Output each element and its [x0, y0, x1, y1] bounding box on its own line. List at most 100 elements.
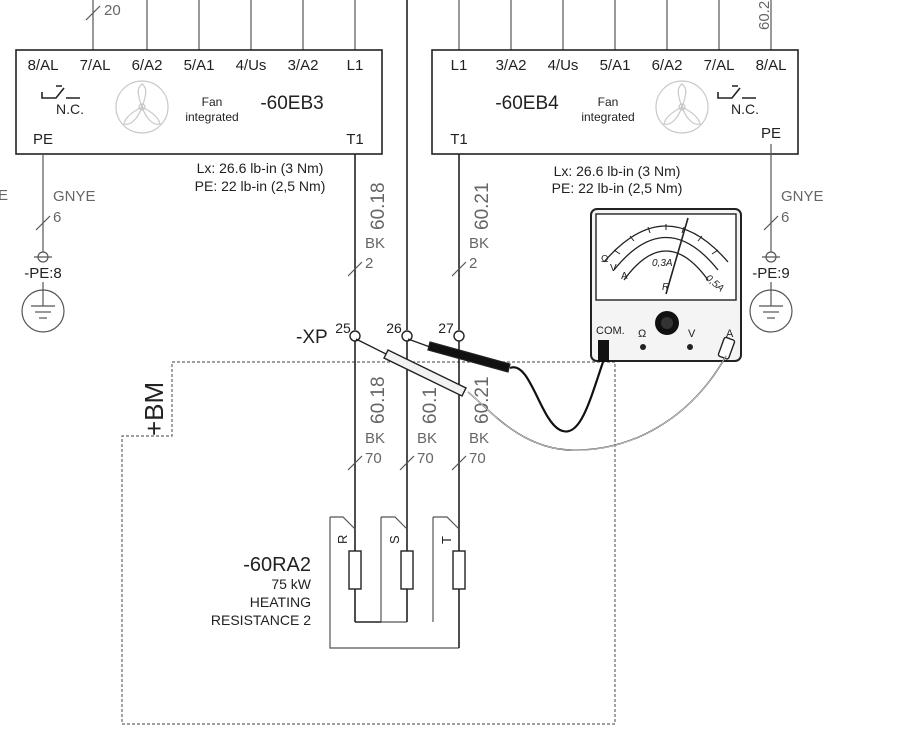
xp-terminal-25: 25: [335, 320, 351, 336]
meter-v-jack: [687, 344, 693, 350]
xp-terminal-27: 27: [438, 320, 454, 336]
heating-resistance-60ra2: R S T -60RA2 75 kW HEATING RESISTANCE 2: [211, 516, 466, 649]
eb3-terminal-3a2: 3/A2: [288, 57, 319, 74]
meter-a-plug: [717, 336, 736, 360]
eb3-terminal-7al: 7/AL: [80, 57, 111, 74]
component-60eb4: L1 3/A2 4/Us 5/A1 6/A2 7/AL 8/AL -60EB4 …: [431, 49, 799, 196]
resistor-t-icon: [452, 550, 466, 590]
eb4-terminal-7al: 7/AL: [704, 57, 735, 74]
terminal-27-icon: [453, 330, 465, 342]
resistor-name: -60RA2: [243, 554, 311, 576]
xp-terminal-26: 26: [386, 320, 402, 336]
resistor-desc-2: RESISTANCE 2: [211, 612, 311, 628]
component-60eb3: 8/AL 7/AL 6/A2 5/A1 4/Us 3/A2 L1 N.C. Fa…: [15, 49, 383, 194]
lower-wire-60-21: 60.21 BK 70: [451, 341, 493, 545]
eb3-terminal-4us: 4/Us: [236, 57, 267, 74]
lower-wire-60-18: 60.18 BK 70: [347, 341, 389, 545]
eb4-fan-icon: [655, 80, 709, 134]
eb4-t1-label: T1: [450, 131, 468, 148]
upper-wire-1-size: 2: [365, 255, 373, 272]
lower-wire-2-size: 70: [417, 450, 434, 467]
upper-wire-1-color: BK: [365, 235, 385, 252]
lower-wire-3-id: 60.21: [472, 376, 493, 424]
lower-wire-1-color: BK: [365, 430, 385, 447]
eb3-t1-label: T1: [346, 131, 364, 148]
pe-left-size: 6: [53, 209, 61, 226]
lower-wire-3-size: 70: [469, 450, 486, 467]
meter-scale-a: A: [621, 271, 628, 282]
eb4-terminal-3a2: 3/A2: [496, 57, 527, 74]
eb3-nc-label: N.C.: [56, 101, 84, 117]
eb3-fan-text-2: integrated: [185, 110, 238, 124]
eb4-name: -60EB4: [495, 93, 559, 114]
test-leads: [355, 338, 727, 451]
eb4-torque-1: Lx: 26.6 lb-in (3 Nm): [554, 163, 681, 179]
eb4-terminal-8al: 8/AL: [756, 57, 787, 74]
resistor-desc-1: HEATING: [250, 594, 311, 610]
pe-right-ground-label: -PE:9: [752, 265, 790, 282]
upper-wire-60-18: 60.18 BK 2: [347, 154, 389, 330]
eb3-terminal-6a2: 6/A2: [132, 57, 163, 74]
ground-icon-right: [749, 289, 793, 333]
meter-com-label: COM.: [596, 325, 625, 337]
meter-v-label: V: [688, 328, 696, 340]
pe-wire-right: GNYE 6 -PE:9: [749, 144, 824, 333]
phase-s-label: S: [387, 535, 402, 544]
lower-wire-60-1: 60.1 BK 70: [399, 341, 441, 545]
lower-wire-2-id: 60.1: [420, 387, 441, 424]
eb3-pe-label: PE: [33, 131, 53, 148]
top-wires: 20 60.2: [85, 0, 773, 330]
meter-ohm-label: Ω: [638, 328, 646, 340]
meter-ohm-jack: [640, 344, 646, 350]
pe-right-color: GNYE: [781, 188, 824, 205]
eb3-terminal-5a1: 5/A1: [184, 57, 215, 74]
meter-needle: [665, 217, 689, 295]
top-wire-label-left: 20: [104, 2, 121, 19]
eb4-fan-text-1: Fan: [598, 95, 619, 109]
location-label: +BM: [139, 382, 169, 436]
probe-white: [383, 349, 467, 397]
eb3-name: -60EB3: [260, 93, 323, 114]
phase-t-label: T: [439, 536, 454, 544]
lower-wire-2-color: BK: [417, 430, 437, 447]
probe-black: [427, 341, 511, 373]
lower-wire-1-size: 70: [365, 450, 382, 467]
meter-knob-label: R: [662, 282, 669, 293]
meter-com-plug: [598, 340, 609, 362]
eb3-terminal-8al: 8/AL: [28, 57, 59, 74]
multimeter: Ω V A 0,3A 0,5A R COM. Ω V A: [590, 208, 742, 362]
eb3-terminal-l1: L1: [347, 57, 364, 74]
eb3-fan-text-1: Fan: [202, 95, 223, 109]
pe-wire-left: GNYE 6 -PE:8: [21, 154, 96, 333]
upper-wire-2-size: 2: [469, 255, 477, 272]
upper-wire-60-21: 60.21 BK 2: [451, 154, 493, 330]
phase-r-label: R: [335, 535, 350, 544]
pe-left-ground-label: -PE:8: [24, 265, 62, 282]
meter-scale-ohm: Ω: [601, 254, 609, 265]
eb4-pe-label: PE: [761, 125, 781, 142]
eb4-nc-label: N.C.: [731, 101, 759, 117]
eb4-terminal-4us: 4/Us: [548, 57, 579, 74]
xp-label: -XP: [296, 327, 328, 348]
upper-wire-1-id: 60.18: [368, 182, 389, 230]
upper-wire-2-color: BK: [469, 235, 489, 252]
pe-left-color: GNYE: [53, 188, 96, 205]
lower-wire-1-id: 60.18: [368, 376, 389, 424]
meter-scale-03a: 0,3A: [652, 258, 673, 269]
eb3-torque-2: PE: 22 lb-in (2,5 Nm): [195, 178, 326, 194]
eb4-torque-2: PE: 22 lb-in (2,5 Nm): [552, 180, 683, 196]
resistor-r-icon: [348, 550, 362, 590]
eb4-nc-contact-icon: [717, 85, 756, 99]
eb4-terminal-6a2: 6/A2: [652, 57, 683, 74]
terminal-strip-xp: -XP 25 26 27: [296, 320, 465, 348]
eb3-nc-contact-icon: [41, 85, 80, 99]
resistor-power: 75 kW: [271, 576, 311, 592]
meter-scale-v: V: [610, 263, 617, 274]
lower-wire-3-color: BK: [469, 430, 489, 447]
pe-right-size: 6: [781, 209, 789, 226]
eb4-terminal-l1: L1: [451, 57, 468, 74]
meter-a-label: A: [726, 328, 734, 340]
eb3-fan-icon: [115, 80, 169, 134]
location-box-bm: +BM: [121, 361, 616, 725]
